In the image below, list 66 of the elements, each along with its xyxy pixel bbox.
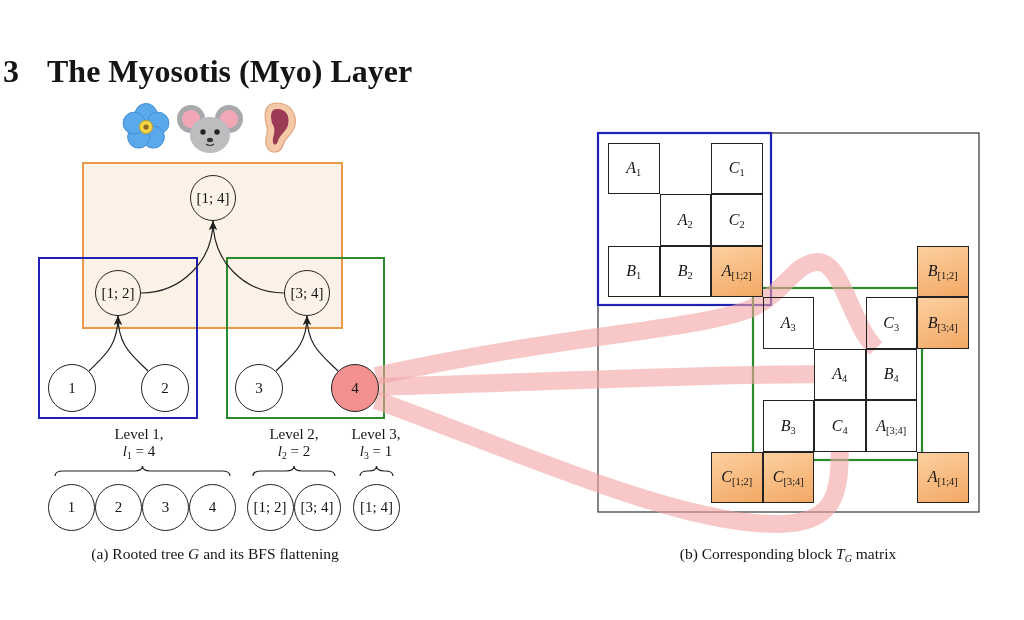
circle-node bbox=[331, 364, 379, 412]
level-label: Level 1, l$_{1}$ = 4 bbox=[113, 426, 165, 461]
node-label: C$_{2}$ bbox=[728, 210, 745, 229]
node-label: 1 bbox=[68, 379, 76, 397]
node-label: 4 bbox=[208, 498, 217, 516]
node-label: 2 bbox=[161, 379, 169, 397]
node-label: 4 bbox=[351, 379, 359, 397]
section-number: 3 bbox=[3, 54, 19, 90]
matrix-cell bbox=[608, 142, 660, 194]
matrix-cell bbox=[762, 297, 814, 349]
matrix-cell bbox=[762, 400, 814, 452]
node-label: B$_{[1;2]}$ bbox=[927, 262, 958, 281]
node-label: A$_{[1;2]}$ bbox=[721, 262, 752, 281]
arrow bbox=[114, 315, 149, 372]
node-label: 2 bbox=[114, 498, 123, 516]
node-label: A$_{[1;4]}$ bbox=[927, 468, 958, 487]
matrix-cell bbox=[659, 194, 711, 246]
highlight-band bbox=[373, 253, 883, 385]
node-label: A$_{4}$ bbox=[832, 365, 848, 384]
node-label: [3; 4] bbox=[300, 498, 334, 516]
highlight-band bbox=[378, 365, 815, 396]
level-label: Level 3, l$_{3}$ = 1 bbox=[350, 426, 402, 461]
matrix-cell bbox=[659, 245, 711, 297]
matrix-cell bbox=[711, 245, 763, 297]
node-label: C$_{[1;2]}$ bbox=[721, 468, 753, 487]
section-title: The Myosotis (Myo) Layer bbox=[47, 54, 413, 90]
arrow bbox=[303, 315, 339, 372]
matrix-cell bbox=[814, 400, 866, 452]
matrix-cell bbox=[711, 451, 763, 503]
figure-caption: (b) Corresponding block T$_{G}$ matrix bbox=[679, 545, 897, 563]
node-label: C$_{1}$ bbox=[728, 159, 745, 178]
node-label: B$_{[3;4]}$ bbox=[927, 313, 958, 332]
node-label: B$_{3}$ bbox=[780, 416, 796, 435]
node-label: B$_{1}$ bbox=[626, 262, 642, 281]
matrix-cell bbox=[762, 451, 814, 503]
node-label: C$_{[3;4]}$ bbox=[772, 468, 804, 487]
node-label: [1; 2] bbox=[253, 498, 287, 516]
node-label: C$_{4}$ bbox=[831, 416, 848, 435]
node-label: 1 bbox=[67, 498, 76, 516]
node-label: B$_{4}$ bbox=[883, 365, 899, 384]
node-label: 3 bbox=[161, 498, 170, 516]
matrix-cell bbox=[711, 194, 763, 246]
matrix-cell bbox=[608, 245, 660, 297]
matrix-cell bbox=[865, 400, 917, 452]
matrix-cell bbox=[865, 297, 917, 349]
node-label: A$_{2}$ bbox=[677, 210, 693, 229]
node-label: [1; 4] bbox=[196, 189, 230, 207]
node-label: [1; 2] bbox=[101, 284, 135, 302]
node-label: B$_{2}$ bbox=[677, 262, 693, 281]
matrix-cell bbox=[711, 142, 763, 194]
level-label: Level 2, l$_{2}$ = 2 bbox=[268, 426, 320, 461]
node-label: [3; 4] bbox=[290, 284, 324, 302]
node-label: A$_{[3;4]}$ bbox=[876, 416, 907, 435]
node-label: C$_{3}$ bbox=[883, 313, 900, 332]
node-label: [1; 4] bbox=[360, 498, 393, 516]
matrix-cell bbox=[917, 297, 969, 349]
matrix-cell bbox=[865, 348, 917, 400]
figure-caption: (a) Rooted tree G and its BFS flattening bbox=[91, 545, 339, 563]
node-label: A$_{1}$ bbox=[626, 159, 642, 178]
matrix-cell bbox=[917, 451, 969, 503]
matrix-cell bbox=[814, 348, 866, 400]
matrix-cell bbox=[917, 245, 969, 297]
node-label: 3 bbox=[255, 379, 263, 397]
arrow bbox=[209, 220, 285, 294]
node-label: A$_{3}$ bbox=[780, 313, 796, 332]
highlight-band bbox=[372, 391, 849, 533]
